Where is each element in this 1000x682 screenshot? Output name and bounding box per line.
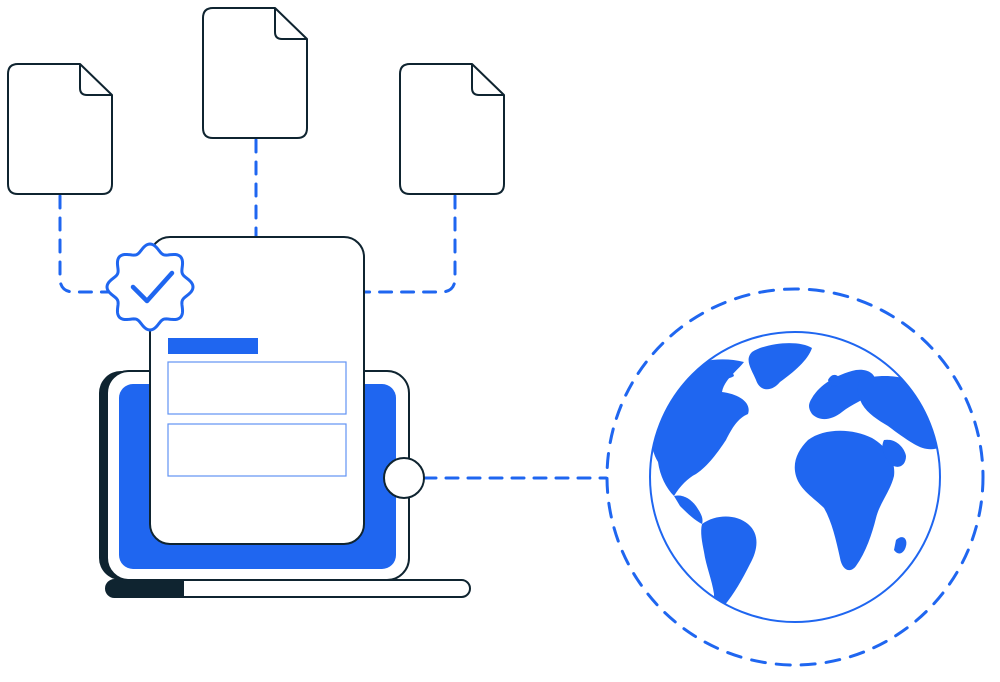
- checkmark-icon: [130, 270, 175, 304]
- laptop-port-node: [383, 457, 425, 499]
- verified-badge-icon: [105, 242, 195, 332]
- form-card: [149, 236, 365, 545]
- connector-right: [362, 194, 457, 294]
- globe-icon: [605, 287, 985, 667]
- globe-dashed-ring: [605, 287, 985, 667]
- document-icon: [7, 63, 113, 195]
- form-title-bar: [168, 338, 258, 354]
- dashed-connectors: [58, 138, 608, 480]
- form-field-1: [167, 361, 347, 415]
- connector-left: [58, 194, 114, 294]
- document-icon: [399, 63, 505, 195]
- document-icon: [202, 7, 308, 139]
- badge-outline: [105, 242, 195, 332]
- world-map-icon: [651, 343, 940, 609]
- laptop-base-dark-end: [106, 580, 184, 597]
- form-field-2: [167, 423, 347, 477]
